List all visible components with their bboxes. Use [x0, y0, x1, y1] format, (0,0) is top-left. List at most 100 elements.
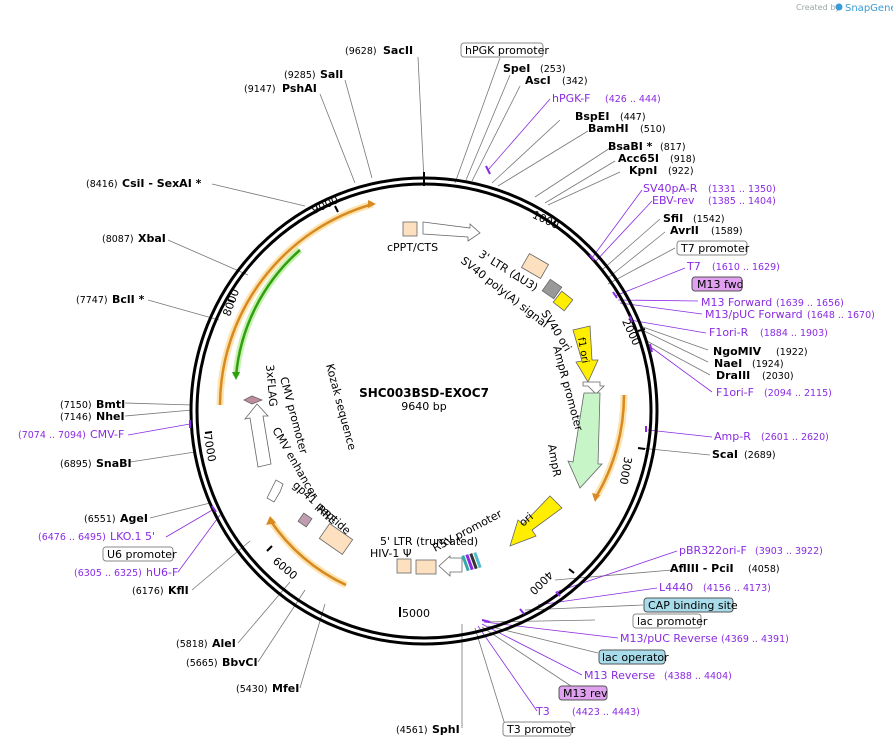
t3-promoter-box — [502, 721, 572, 737]
enzyme-pos: (817) — [660, 142, 686, 153]
feature-label: 3xFLAG — [263, 364, 280, 407]
primer-pos: (426 .. 444) — [605, 94, 661, 105]
enzyme-pos: (922) — [668, 166, 694, 177]
m13-fwd-box — [691, 276, 743, 292]
primer-name: EBV-rev — [652, 194, 695, 207]
plasmid-size: 9640 bp — [401, 400, 446, 413]
orf-arcs — [216, 200, 628, 589]
box-label: M13 rev — [563, 687, 608, 700]
inner-features — [243, 221, 605, 577]
enzyme-name: KpnI — [629, 164, 657, 177]
enzyme-name: PshAI — [282, 82, 317, 95]
feature-label: Kozak sequence — [323, 362, 359, 451]
green-arc — [234, 249, 301, 377]
enzyme-pos: (1589) — [711, 226, 743, 237]
hiv-psi-box — [415, 559, 437, 575]
enzyme-pos: (1924) — [752, 359, 784, 370]
boxed-labels: hPGK promoter T7 promoter M13 fwd CAP bi… — [102, 42, 750, 737]
ampr-promoter-arrow — [582, 381, 605, 395]
cap-binding-site-box — [643, 597, 734, 613]
primer-name: F1ori-F — [716, 386, 754, 399]
rre-box — [318, 523, 354, 555]
green-arc-arrow — [232, 372, 240, 380]
primer-pos: (1639 .. 1656) — [776, 298, 844, 309]
box-label: hPGK promoter — [465, 44, 549, 57]
enzyme-name: XbaI — [138, 232, 166, 245]
hpgk-promoter-arrow — [422, 221, 481, 242]
enzyme-pos: (1542) — [693, 214, 725, 225]
orf-arc-bottom-arrow — [266, 516, 276, 525]
enzyme-name: BsaBI * — [608, 140, 653, 153]
box-label: T3 promoter — [506, 723, 576, 736]
enzyme-name: DraIII — [716, 369, 750, 382]
primer-pos: (7074 .. 7094) — [18, 430, 86, 441]
enzyme-pos: (7150) — [60, 400, 92, 411]
enzyme-pos: (7146) — [60, 412, 92, 423]
feature-label: 5' LTR (truncated) — [380, 535, 478, 548]
primer-pos: (1331 .. 1350) — [708, 184, 776, 195]
primer-labels: hPGK-F (426 .. 444) SV40pA-R (1331 .. 13… — [18, 92, 875, 718]
box-label: M13 fwd — [697, 278, 744, 291]
enzyme-pos: (8087) — [102, 234, 134, 245]
enzyme-pos: (4561) — [396, 725, 428, 736]
primer-name: M13 Forward — [701, 296, 772, 309]
m13-rev-box — [558, 685, 608, 701]
primer-pos: (4388 .. 4404) — [664, 671, 732, 682]
gp41-box — [297, 512, 313, 528]
cppt-cts-box — [402, 221, 418, 237]
enzyme-name: AgeI — [120, 512, 148, 525]
primer-pos: (1648 .. 1670) — [807, 310, 875, 321]
t7-promoter-box — [676, 240, 748, 256]
enzyme-pos: (9285) — [284, 70, 316, 81]
tick-marks — [204, 205, 646, 617]
enzyme-name: BclI * — [112, 293, 145, 306]
orf-arc-right-arrow — [592, 493, 600, 502]
primer-name: CMV-F — [90, 428, 124, 441]
feature-label: AmpR — [545, 443, 564, 478]
orf-arc-left — [218, 202, 374, 406]
primer-name: M13/pUC Reverse — [620, 632, 718, 645]
primer-pos: (1385 .. 1404) — [708, 196, 776, 207]
primer-marks — [189, 165, 653, 623]
enzyme-name: NaeI — [714, 357, 742, 370]
hpgk-promoter-box — [460, 42, 544, 58]
tick-label: 7000 — [201, 433, 219, 463]
enzyme-pos: (5430) — [236, 684, 268, 695]
tick-label: 4000 — [527, 568, 556, 597]
feature-label: HIV-1 Ψ — [370, 547, 412, 560]
enzyme-name: ScaI — [712, 448, 738, 461]
primer-name: M13 Reverse — [584, 669, 655, 682]
primer-name: hU6-F — [146, 566, 178, 579]
feature-label: cPPT/CTS — [387, 241, 438, 254]
primer-pos: (4423 .. 4443) — [572, 707, 640, 718]
enzyme-name: AscI — [525, 74, 551, 87]
box-label: lac promoter — [637, 615, 708, 628]
tick-label: 6000 — [270, 554, 300, 582]
enzyme-pos: (7747) — [76, 295, 108, 306]
enzyme-pos: (9147) — [244, 84, 276, 95]
enzyme-name: NgoMIV — [713, 345, 762, 358]
box-label: T7 promoter — [680, 242, 750, 255]
enzyme-pos: (447) — [620, 112, 646, 123]
3xflag-box — [243, 395, 264, 405]
enzyme-pos: (918) — [670, 154, 696, 165]
enzyme-pos: (253) — [540, 64, 566, 75]
ltr-3-box — [520, 253, 550, 279]
primer-pos: (3903 .. 3922) — [755, 546, 823, 557]
enzyme-name: SalI — [320, 68, 343, 81]
plasmid-name: SHC003BSD-EXOC7 — [359, 386, 489, 400]
tick-label: 9000 — [310, 193, 341, 217]
sv40-polya-box — [541, 278, 563, 300]
enzyme-name: SnaBI — [96, 457, 132, 470]
cmv-enhancer-arrow — [266, 479, 284, 503]
primer-pos: (2601 .. 2620) — [761, 432, 829, 443]
primer-pos: (4156 .. 4173) — [703, 583, 771, 594]
enzyme-name: KflI — [168, 584, 189, 597]
enzyme-name: BmtI — [96, 398, 125, 411]
enzyme-name: AflIII - PciI — [670, 562, 734, 575]
enzyme-name: AvrII — [670, 224, 699, 237]
primer-name: Amp-R — [714, 430, 751, 443]
snapgene-logo-icon — [835, 3, 843, 11]
box-label: U6 promoter — [107, 548, 177, 561]
ltr-5-box — [396, 558, 412, 574]
